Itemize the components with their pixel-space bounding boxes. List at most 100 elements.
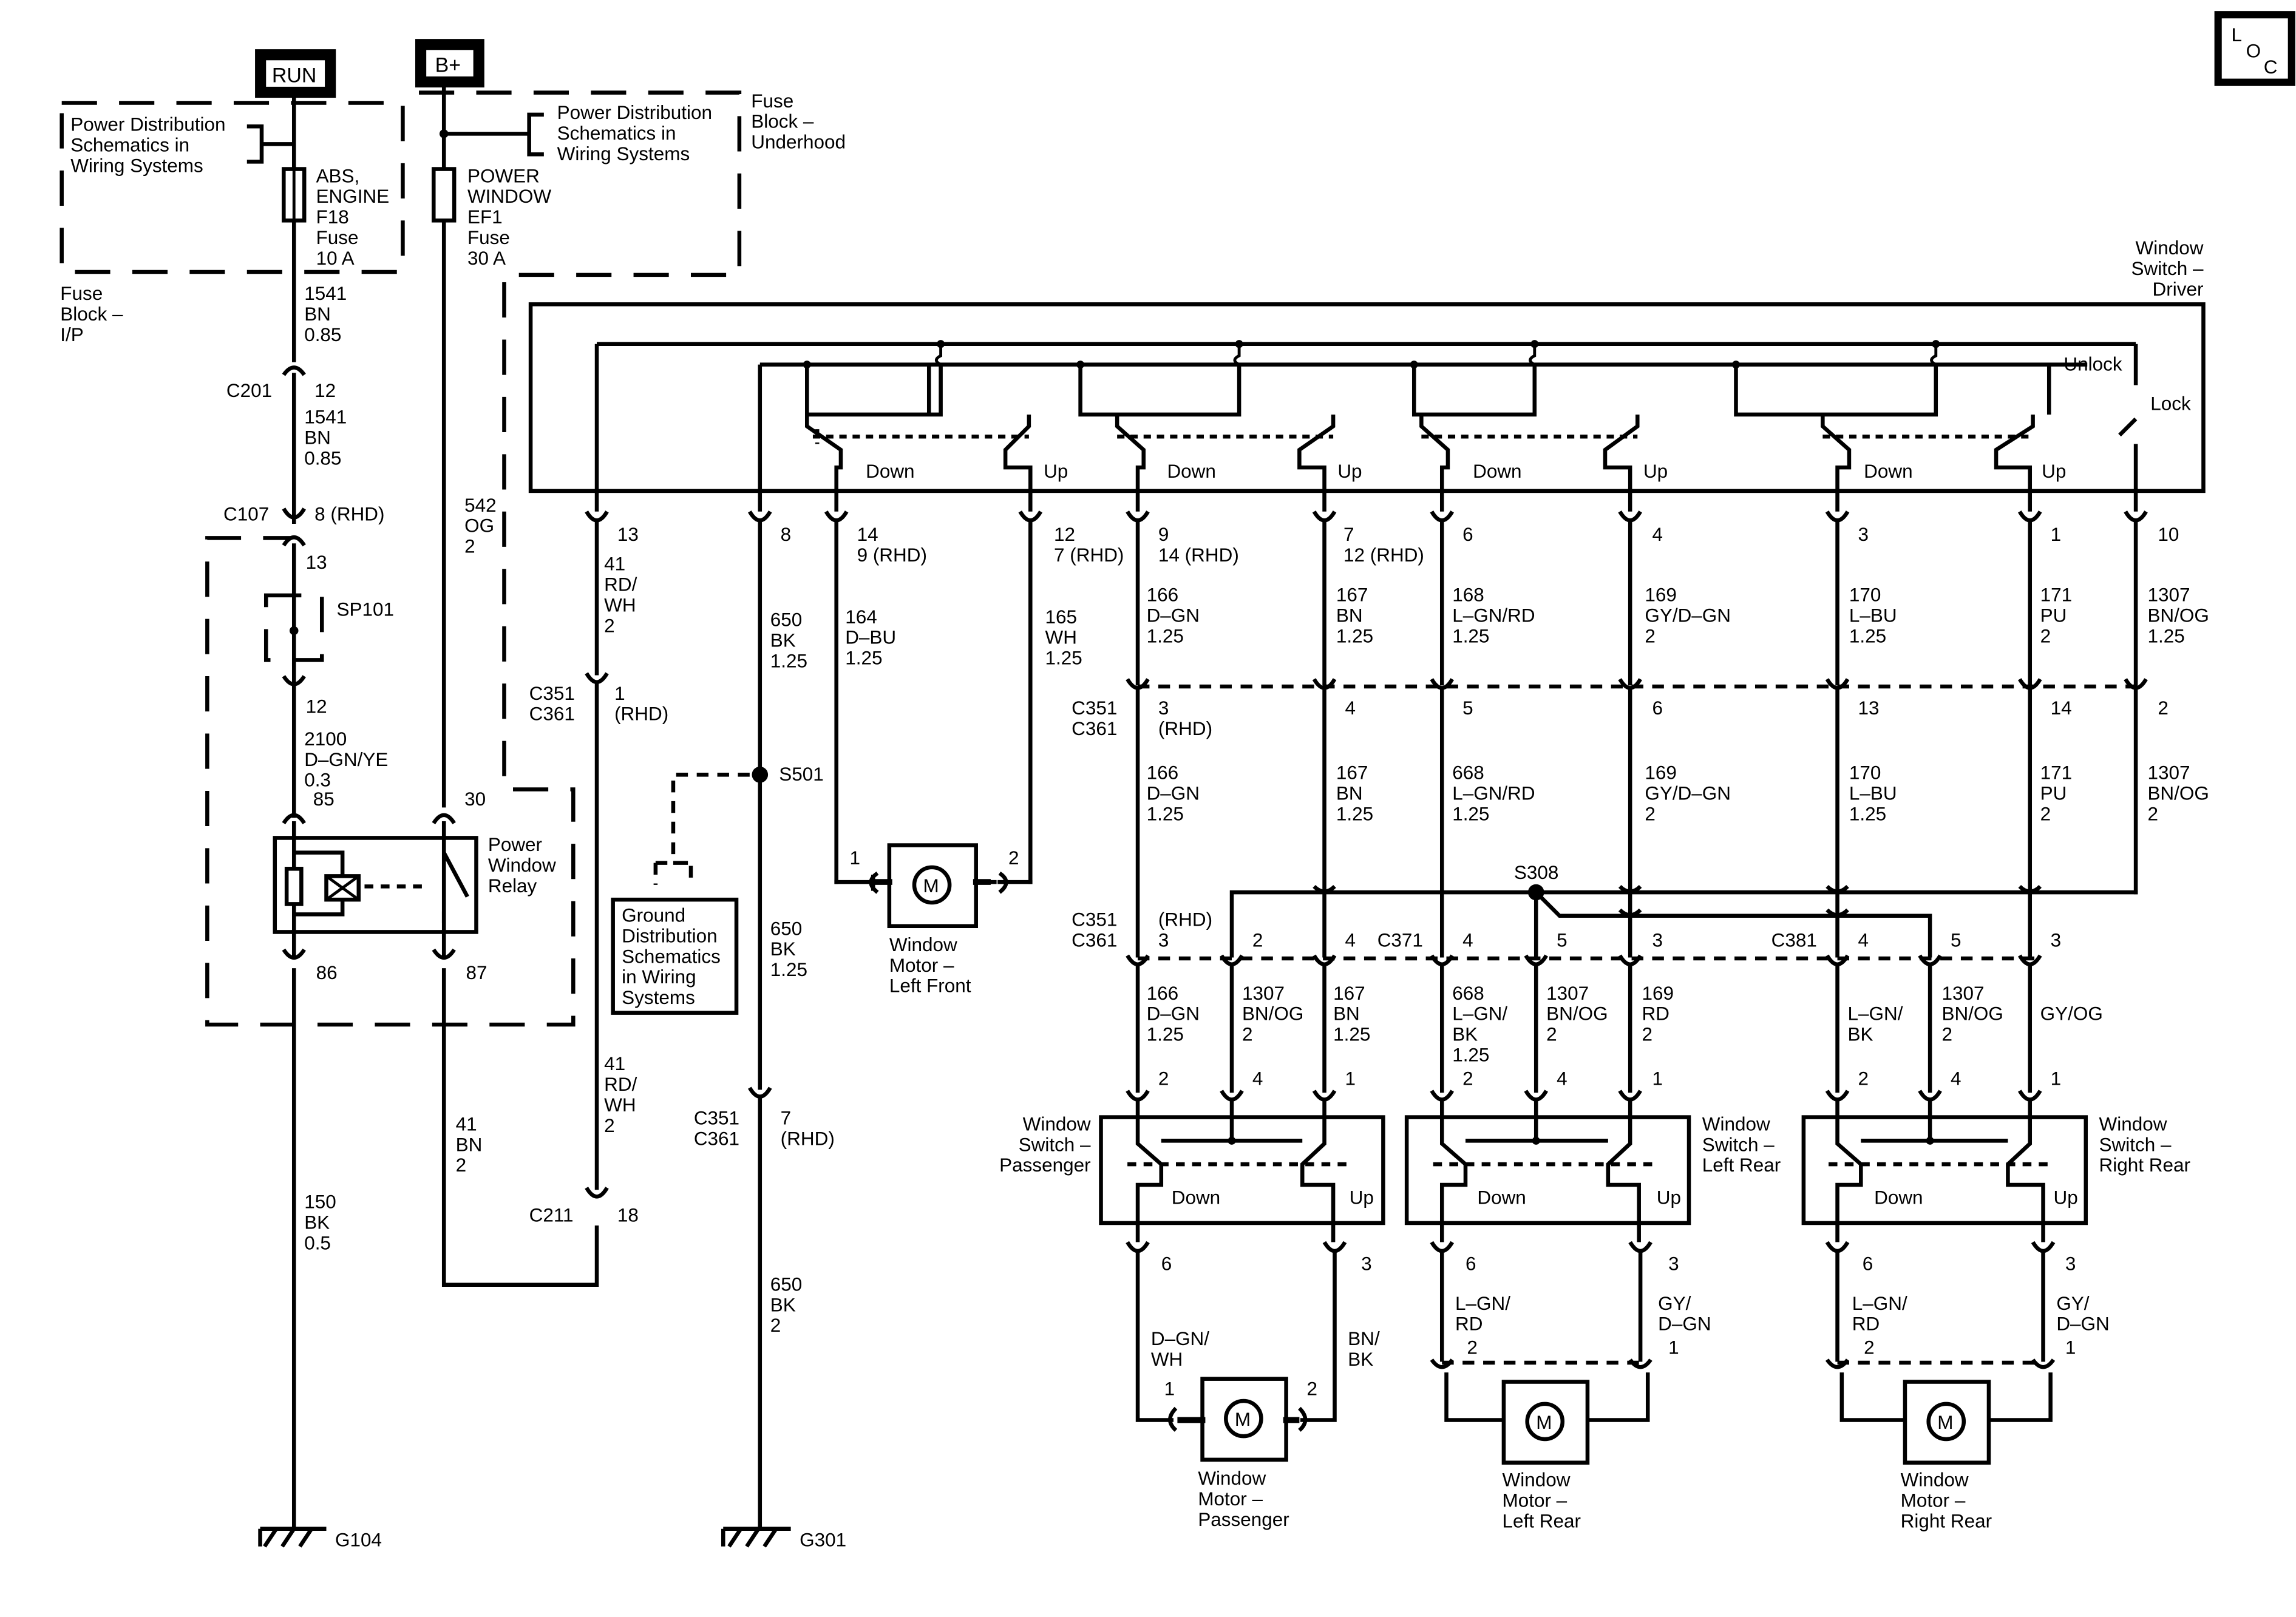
svg-text:3: 3 xyxy=(2065,1253,2076,1274)
svg-text:1(RHD): 1(RHD) xyxy=(614,683,668,725)
svg-text:Up: Up xyxy=(1044,461,1068,482)
sp101-label: SP101 xyxy=(336,599,393,620)
g301-label: G301 xyxy=(800,1530,846,1551)
svg-text:3: 3 xyxy=(2051,930,2062,951)
svg-text:L–GN/RD: L–GN/RD xyxy=(1455,1293,1510,1335)
svg-text:14: 14 xyxy=(2051,697,2072,719)
svg-text:4: 4 xyxy=(1345,697,1356,719)
run-label: RUN xyxy=(272,64,316,87)
svg-text:4: 4 xyxy=(1951,1068,1961,1089)
svg-text:18: 18 xyxy=(617,1205,639,1226)
svg-text:12: 12 xyxy=(306,696,327,717)
svg-text:Up: Up xyxy=(1643,461,1668,482)
lock-label: Lock xyxy=(2150,393,2191,415)
svg-text:2: 2 xyxy=(1467,1337,1478,1358)
svg-text:85: 85 xyxy=(313,788,335,810)
svg-text:5: 5 xyxy=(1462,697,1473,719)
svg-text:5: 5 xyxy=(1951,930,1961,951)
bus-1307: S308 xyxy=(1229,862,2138,958)
svg-text:M: M xyxy=(1235,1409,1251,1430)
svg-text:7(RHD): 7(RHD) xyxy=(781,1108,835,1150)
svg-text:Down: Down xyxy=(866,461,914,482)
svg-text:1: 1 xyxy=(1345,1068,1356,1089)
svg-text:3: 3 xyxy=(1652,930,1663,951)
svg-text:3: 3 xyxy=(1668,1253,1679,1274)
c371-label: C371 xyxy=(1377,930,1423,951)
svg-text:2: 2 xyxy=(1252,930,1263,951)
c381-label: C381 xyxy=(1771,930,1817,951)
svg-text:86: 86 xyxy=(316,962,338,983)
svg-text:149 (RHD): 149 (RHD) xyxy=(857,524,927,566)
svg-text:5: 5 xyxy=(1557,930,1567,951)
svg-text:BN/BK: BN/BK xyxy=(1348,1328,1380,1370)
svg-text:2: 2 xyxy=(1858,1068,1869,1089)
loc-o: O xyxy=(2246,40,2261,61)
svg-text:13: 13 xyxy=(1858,697,1879,719)
svg-text:6: 6 xyxy=(1462,524,1473,545)
svg-text:4: 4 xyxy=(1652,524,1663,545)
svg-text:6: 6 xyxy=(1466,1253,1476,1274)
svg-text:3: 3 xyxy=(1361,1253,1372,1274)
c201-label: C201 xyxy=(226,380,272,401)
svg-text:GY/D–GN: GY/D–GN xyxy=(1658,1293,1711,1335)
svg-text:Down: Down xyxy=(1477,1187,1526,1208)
loc-c: C xyxy=(2264,56,2278,78)
svg-text:Down: Down xyxy=(1473,461,1521,482)
svg-text:30: 30 xyxy=(464,788,486,810)
svg-text:2: 2 xyxy=(1306,1378,1317,1399)
loc-corner-box: L O C xyxy=(2214,11,2295,86)
svg-text:1: 1 xyxy=(1668,1337,1679,1358)
run-header: RUN xyxy=(255,49,336,98)
loc-l: L xyxy=(2231,24,2242,46)
svg-text:712 (RHD): 712 (RHD) xyxy=(1343,524,1424,566)
svg-text:Down: Down xyxy=(1864,461,1912,482)
bplus-label: B+ xyxy=(435,54,461,77)
svg-text:4: 4 xyxy=(1345,930,1356,951)
c211-label: C211 xyxy=(529,1205,574,1226)
svg-text:1: 1 xyxy=(2051,524,2062,545)
svg-text:D–GN/WH: D–GN/WH xyxy=(1151,1328,1209,1370)
s308-label: S308 xyxy=(1514,862,1558,883)
